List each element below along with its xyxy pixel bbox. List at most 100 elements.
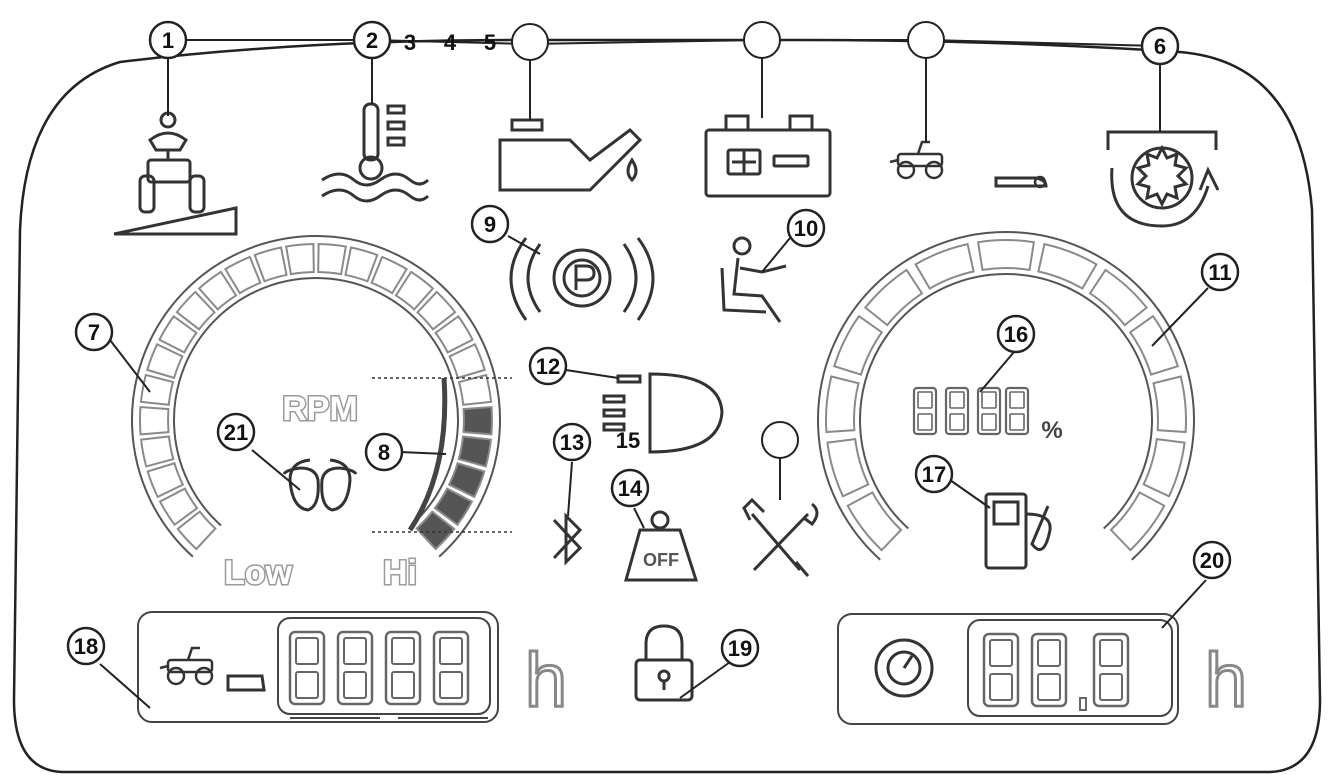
fuel-segment: [1088, 268, 1149, 327]
lock-icon: [634, 624, 694, 702]
hi-label: Hi: [383, 554, 417, 592]
fuel-outer-rim: [817, 231, 1195, 561]
rpm-segment: [158, 487, 199, 527]
callout-3: 3: [404, 30, 416, 55]
rpm-segment: [370, 255, 409, 295]
rpm-segment: [457, 435, 493, 468]
callout-number: 4: [444, 30, 457, 55]
callout-5: 5: [484, 30, 496, 55]
top-leader-line: [168, 39, 1161, 47]
callout-number: 14: [618, 476, 643, 501]
indicator-5-marker: [907, 21, 945, 59]
off-label: OFF: [643, 550, 679, 570]
callout-number: 13: [560, 430, 584, 455]
rpm-label: RPM: [282, 390, 358, 428]
callout-number: 20: [1200, 548, 1224, 573]
rpm-segment: [253, 246, 288, 283]
battery-icon: [704, 114, 832, 198]
fuel-segment: [846, 491, 903, 552]
callout-number: 9: [484, 212, 496, 237]
rpm-segment: [146, 462, 185, 499]
low-label: Low: [224, 554, 293, 592]
rpm-bar-indicator: [372, 377, 512, 533]
callout-6: 6: [1140, 26, 1180, 66]
rpm-segment: [457, 373, 493, 406]
callout-12: 12: [528, 346, 568, 386]
callout-9: 9: [470, 204, 510, 244]
callout-1: 1: [148, 20, 188, 60]
rpm-segment: [433, 487, 474, 527]
callout-18: 18: [66, 626, 106, 666]
indicator-3-marker: [511, 23, 549, 61]
rpm-segment: [284, 243, 315, 276]
rpm-inner-rim: [173, 277, 459, 527]
callout-number: 3: [404, 30, 416, 55]
callout-19: 19: [720, 628, 760, 668]
rpm-gauge: [131, 235, 501, 558]
rpm-segment: [344, 246, 379, 283]
callout-number: 21: [224, 420, 248, 445]
bluetooth-icon: [552, 512, 583, 566]
rpm-segment: [139, 373, 175, 406]
service-marker: [761, 421, 799, 459]
hours-unit-right: h: [1205, 638, 1247, 723]
rpm-segment: [139, 405, 170, 436]
callout-13: 13: [552, 422, 592, 462]
callout-number: 11: [1208, 260, 1231, 285]
cluster-outline: [12, 38, 1322, 774]
callout-number: 19: [728, 636, 752, 661]
callout-4: 4: [444, 30, 457, 55]
callout-number: 8: [378, 440, 390, 465]
callout-10: 10: [786, 208, 826, 248]
fuel-segment: [914, 242, 975, 290]
callout-21: 21: [216, 412, 256, 452]
rpm-outer-rim: [131, 235, 501, 558]
rpm-segment: [434, 314, 474, 354]
callout-number: 6: [1154, 34, 1166, 59]
coolant-temperature-icon: [321, 102, 430, 203]
indicator-4-marker: [743, 21, 781, 59]
rpm-segment: [139, 435, 175, 468]
fuel-segment: [826, 438, 870, 498]
callout-number: 2: [366, 28, 378, 53]
rpm-segment: [416, 290, 457, 331]
fuel-gauge: [817, 231, 1195, 561]
callout-17: 17: [914, 454, 954, 494]
callout-14: 14: [610, 468, 650, 508]
callout-8: 8: [364, 432, 404, 472]
rpm-segment: [197, 270, 238, 311]
callout-number: 1: [162, 28, 174, 53]
rpm-segment: [447, 462, 486, 499]
percent-sign: %: [1041, 417, 1062, 444]
service-wrench-icon: [742, 497, 819, 577]
mower-hours-panel: [137, 611, 499, 723]
hours-unit-left: h: [525, 638, 567, 723]
rpm-segment: [223, 255, 262, 295]
fuel-segment: [832, 314, 884, 376]
callout-number: 10: [794, 216, 818, 241]
fuel-segment: [976, 238, 1036, 271]
rpm-segment: [158, 314, 198, 354]
fuel-inner-rim: [859, 272, 1153, 530]
weight-off-icon: OFF: [624, 510, 699, 582]
callout-15: 15: [616, 428, 640, 453]
headlight-icon: [602, 372, 724, 454]
slope-tilt-icon: [113, 111, 238, 236]
callout-number: 5: [484, 30, 496, 55]
fuel-segment: [1109, 491, 1166, 552]
callout-7: 7: [74, 312, 114, 352]
rpm-segment: [146, 343, 184, 380]
air-filter-icon: [1106, 130, 1220, 228]
callout-number: 12: [536, 354, 560, 379]
fuel-segment: [825, 375, 860, 434]
glow-plug-icon: [282, 458, 358, 512]
callout-number: 17: [922, 462, 946, 487]
rpm-segment: [317, 243, 348, 276]
callout-number: 16: [1004, 322, 1028, 347]
callout-16: 16: [996, 314, 1036, 354]
callout-number: 7: [88, 320, 100, 345]
fuel-pump-icon: [984, 492, 1052, 570]
timer-icon: [874, 638, 934, 698]
